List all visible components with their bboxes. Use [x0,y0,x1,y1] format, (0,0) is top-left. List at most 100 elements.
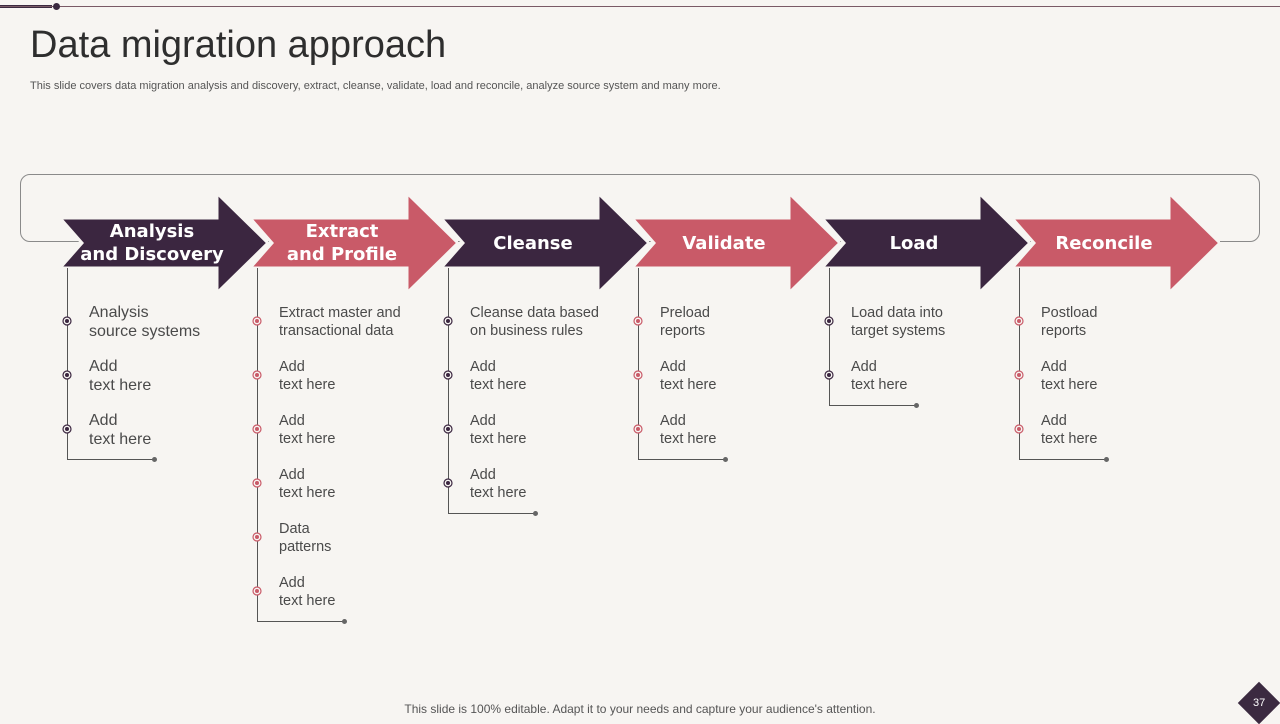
stage-connector-end [1019,459,1106,460]
stage-item-text: Analysis source systems [89,304,201,340]
slide-title: Data migration approach [30,24,447,66]
stage-connector-end [448,513,535,514]
stage-arrow-cleanse: Cleanse [441,193,649,293]
bullet-marker-shape [252,316,262,326]
bullet-marker-icon [443,478,453,488]
stage-label: Reconcile [1055,232,1153,254]
bullet-marker-shape [252,586,262,596]
stage-item-text: Add text here [89,358,152,394]
stage-item-text: Preload reports [660,305,710,339]
bullet-marker-icon [252,316,262,326]
bullet-marker-icon [443,424,453,434]
arrow-polygon [441,193,649,293]
page-number: 37 [1252,697,1266,709]
stage-arrow-reconcile: Reconcile [1012,193,1220,293]
stage-item-text: Add text here [470,467,527,501]
arrow-polygon [822,193,1030,293]
bullet-marker-shape [62,424,72,434]
arrow-shape [250,193,458,293]
bullet-marker-shape [633,424,643,434]
arrow-polygon [632,193,840,293]
stage-item-text: Add text here [1041,413,1098,447]
connector-end-dot [152,457,157,462]
bullet-marker-shape [443,316,453,326]
stage-connector-line [1019,268,1020,459]
stage-item-text: Add text here [279,467,336,501]
bullet-marker-shape [1014,370,1024,380]
stage-arrow-validate: Validate [632,193,840,293]
stage-item-text: Load data into target systems [851,305,946,339]
stage-item-text: Data patterns [279,521,332,555]
arrow-shape [822,193,1030,293]
stage-connector-line [448,268,449,513]
stage-item-text: Extract master and transactional data [279,305,401,339]
bullet-marker-shape [443,370,453,380]
bullet-marker-icon [443,370,453,380]
bullet-marker-icon [62,424,72,434]
bullet-marker-icon [62,370,72,380]
stage-item-text: Add text here [89,412,152,448]
footer-note: This slide is 100% editable. Adapt it to… [404,702,876,716]
bullet-marker-icon [633,370,643,380]
stage-item-text: Add text here [660,359,717,393]
stage-item-text: Add text here [470,359,527,393]
bullet-marker-shape [443,478,453,488]
bullet-marker-shape [252,370,262,380]
arrow-polygon [60,193,268,293]
arrow-polygon [1012,193,1220,293]
stage-label: Validate [682,232,766,254]
bullet-marker-icon [824,316,834,326]
stage-arrow-analysis-and-discovery: Analysis and Discovery [60,193,268,293]
bullet-marker-shape [62,370,72,380]
bullet-marker-shape [633,370,643,380]
arrow-shape [60,193,268,293]
stage-connector-end [257,621,344,622]
stage-item-text: Add text here [279,413,336,447]
stage-connector-line [67,268,68,459]
bullet-marker-shape [252,478,262,488]
bullet-marker-shape [252,532,262,542]
bullet-marker-shape [633,316,643,326]
arrow-polygon [250,193,458,293]
bullet-marker-shape [252,424,262,434]
stage-item-text: Add text here [660,413,717,447]
stage-item-text: Postload reports [1041,305,1098,339]
stage-item-text: Add text here [851,359,908,393]
bullet-marker-shape [443,424,453,434]
connector-end-dot [342,619,347,624]
bullet-marker-icon [252,586,262,596]
stage-label: Cleanse [493,232,573,254]
slide-subtitle: This slide covers data migration analysi… [30,80,721,92]
connector-end-dot [723,457,728,462]
stage-item-text: Cleanse data based on business rules [470,305,599,339]
bullet-marker-icon [633,424,643,434]
bullet-marker-icon [1014,370,1024,380]
stage-connector-end [67,459,154,460]
bullet-marker-icon [252,478,262,488]
stage-connector-line [638,268,639,459]
stage-arrow-load: Load [822,193,1030,293]
connector-end-dot [914,403,919,408]
connector-end-dot [1104,457,1109,462]
arrow-shape [441,193,649,293]
header-rule [0,6,1280,7]
bullet-marker-icon [252,532,262,542]
arrow-shape [1012,193,1220,293]
bullet-marker-shape [824,370,834,380]
arrow-shape [632,193,840,293]
stage-label: Load [889,232,939,254]
stage-item-text: Add text here [279,359,336,393]
bullet-marker-icon [252,424,262,434]
stage-label: Extract and Profile [286,221,398,265]
bullet-marker-icon [824,370,834,380]
stage-label: Analysis and Discovery [80,221,224,265]
stage-arrow-extract-and-profile: Extract and Profile [250,193,458,293]
stage-item-text: Add text here [470,413,527,447]
bullet-marker-shape [1014,424,1024,434]
bullet-marker-shape [62,316,72,326]
stage-connector-end [638,459,725,460]
bullet-marker-icon [62,316,72,326]
connector-end-dot [533,511,538,516]
bullet-marker-icon [443,316,453,326]
stage-connector-line [829,268,830,405]
